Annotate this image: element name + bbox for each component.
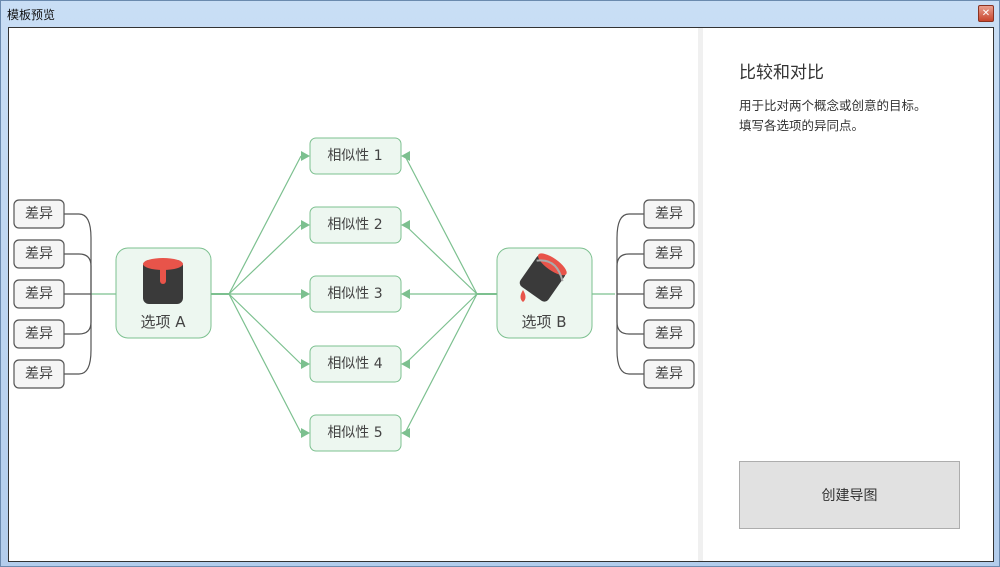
difference-node-b bbox=[643, 279, 695, 309]
mind-map-preview: 差异差异差异差异差异差异差异差异差异差异相似性 1相似性 2相似性 3相似性 4… bbox=[13, 137, 695, 452]
bucket-handle bbox=[536, 259, 564, 282]
similarity-label: 相似性 3 bbox=[327, 286, 382, 302]
connector-line bbox=[228, 293, 302, 365]
difference-label: 差异 bbox=[655, 366, 683, 382]
arrow-head bbox=[401, 220, 410, 230]
difference-label: 差异 bbox=[25, 206, 53, 222]
bracket-line bbox=[64, 294, 92, 335]
bracket-line bbox=[64, 294, 92, 375]
difference-label: 差异 bbox=[25, 366, 53, 382]
difference-label: 差异 bbox=[655, 326, 683, 342]
similarity-label: 相似性 5 bbox=[327, 425, 382, 441]
connector-line bbox=[404, 293, 478, 434]
arrow-head bbox=[401, 428, 410, 438]
connector-line bbox=[404, 293, 478, 365]
arrow-head bbox=[401, 151, 410, 161]
description-line: 填写各选项的异同点。 bbox=[739, 118, 865, 133]
arrow-head bbox=[301, 428, 310, 438]
paint-drop bbox=[520, 290, 526, 302]
option-a-label: 选项 A bbox=[140, 313, 186, 331]
similarity-node bbox=[309, 206, 402, 244]
connector-line bbox=[404, 155, 478, 295]
template-info-panel: 比较和对比 用于比对两个概念或创意的目标。填写各选项的异同点。 创建导图 bbox=[703, 28, 993, 561]
similarity-node bbox=[309, 275, 402, 313]
window-title: 模板预览 bbox=[7, 8, 56, 22]
bracket-line bbox=[616, 213, 644, 294]
difference-label: 差异 bbox=[655, 246, 683, 262]
arrow-head bbox=[301, 220, 310, 230]
close-icon[interactable]: ✕ bbox=[978, 5, 994, 22]
paint-bucket-icon bbox=[143, 258, 183, 304]
difference-label: 差异 bbox=[655, 286, 683, 302]
difference-node-b bbox=[643, 239, 695, 269]
difference-node-b bbox=[643, 199, 695, 229]
pouring-bucket-icon bbox=[519, 253, 567, 302]
arrow-head bbox=[401, 359, 410, 369]
difference-node-a bbox=[13, 199, 65, 229]
template-description: 用于比对两个概念或创意的目标。填写各选项的异同点。 bbox=[739, 96, 989, 136]
difference-label: 差异 bbox=[25, 326, 53, 342]
pane-divider bbox=[698, 28, 703, 561]
similarity-node bbox=[309, 137, 402, 175]
connector-line bbox=[228, 155, 302, 295]
connector-line bbox=[228, 293, 302, 434]
similarity-label: 相似性 4 bbox=[327, 356, 382, 372]
option-b-label: 选项 B bbox=[521, 313, 566, 331]
arrow-head bbox=[301, 289, 310, 299]
difference-node-b bbox=[643, 319, 695, 349]
title-bar: 模板预览 ✕ bbox=[1, 1, 999, 26]
bracket-line bbox=[616, 294, 644, 335]
connector-line bbox=[404, 224, 478, 295]
difference-node-a bbox=[13, 239, 65, 269]
description-line: 用于比对两个概念或创意的目标。 bbox=[739, 98, 927, 113]
template-title: 比较和对比 bbox=[739, 63, 824, 83]
bracket-line bbox=[64, 253, 92, 294]
difference-label: 差异 bbox=[25, 286, 53, 302]
difference-label: 差异 bbox=[25, 246, 53, 262]
bracket-line bbox=[64, 213, 92, 294]
similarity-node bbox=[309, 414, 402, 452]
similarity-label: 相似性 1 bbox=[327, 148, 382, 164]
bracket-line bbox=[616, 253, 644, 294]
difference-node-b bbox=[643, 359, 695, 389]
similarity-label: 相似性 2 bbox=[327, 217, 382, 233]
arrow-head bbox=[301, 151, 310, 161]
similarity-node bbox=[309, 345, 402, 383]
create-map-button[interactable]: 创建导图 bbox=[739, 461, 960, 529]
connector-line bbox=[228, 224, 302, 295]
difference-node-a bbox=[13, 279, 65, 309]
difference-node-a bbox=[13, 359, 65, 389]
arrow-head bbox=[401, 289, 410, 299]
difference-node-a bbox=[13, 319, 65, 349]
paint-drip bbox=[160, 264, 166, 284]
difference-label: 差异 bbox=[655, 206, 683, 222]
arrow-head bbox=[301, 359, 310, 369]
bracket-line bbox=[616, 294, 644, 375]
